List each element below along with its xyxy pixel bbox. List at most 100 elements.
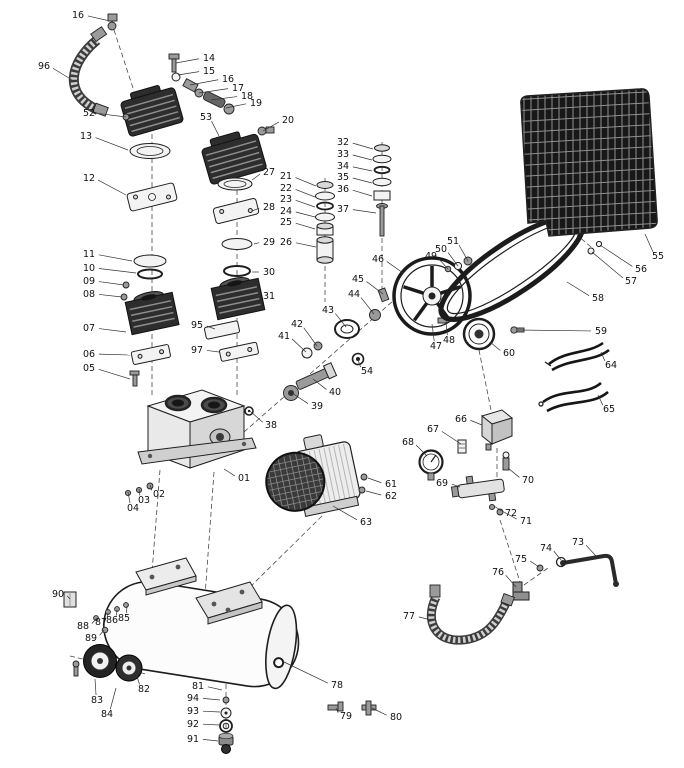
part-label-76: 76 — [492, 567, 504, 578]
drain-valve-stack — [218, 696, 234, 754]
leader-line-86 — [116, 609, 118, 616]
part-label-94: 94 — [187, 693, 199, 704]
part-label-69: 69 — [436, 478, 448, 489]
part-label-90: 90 — [52, 589, 64, 600]
part-label-67: 67 — [427, 424, 439, 435]
part-label-63: 63 — [360, 517, 372, 528]
leader-line-22 — [295, 189, 316, 198]
part-label-51: 51 — [447, 236, 459, 247]
leader-line-65 — [597, 394, 604, 406]
valve-plate-1 — [126, 182, 178, 212]
base-plate-97 — [219, 341, 259, 362]
part-label-17: 17 — [232, 83, 244, 94]
handle-bracket — [63, 591, 77, 608]
leader-line-44 — [360, 297, 375, 315]
leader-line-10 — [98, 268, 137, 274]
part-label-08: 08 — [83, 289, 95, 300]
leader-line-88 — [91, 618, 97, 624]
leader-line-33 — [352, 154, 373, 161]
part-label-07: 07 — [83, 323, 95, 334]
leader-line-18 — [210, 96, 238, 101]
cylinder-block-right — [210, 277, 266, 321]
belt-guard — [520, 88, 658, 255]
pressure-switch — [480, 409, 514, 451]
leader-line-89 — [99, 629, 105, 636]
leader-line-76 — [505, 574, 517, 588]
leader-line-35 — [352, 177, 373, 184]
part-label-96: 96 — [38, 61, 50, 72]
part-label-03: 03 — [138, 495, 150, 506]
inlet-fittings — [168, 53, 275, 136]
part-label-61: 61 — [385, 479, 397, 490]
cylinder-gaskets-right — [221, 238, 253, 277]
part-label-48: 48 — [443, 335, 455, 346]
part-label-73: 73 — [572, 537, 584, 548]
part-label-91: 91 — [187, 734, 199, 745]
leader-line-28 — [251, 207, 260, 212]
leader-line-50 — [447, 252, 459, 267]
leader-line-92 — [202, 723, 220, 726]
part-label-37: 37 — [337, 204, 349, 215]
leader-line-11 — [98, 254, 133, 262]
leader-line-80 — [371, 707, 387, 716]
leader-line-79 — [335, 707, 339, 714]
leader-line-39 — [291, 392, 309, 404]
leader-line-01 — [223, 468, 236, 477]
outlet-manifold — [450, 475, 505, 502]
wheels — [72, 644, 143, 682]
elbow-connector — [512, 581, 530, 601]
part-label-95: 95 — [191, 320, 203, 331]
part-label-42: 42 — [291, 319, 303, 330]
part-label-20: 20 — [282, 115, 294, 126]
leader-line-67 — [441, 431, 462, 445]
leader-line-31 — [255, 296, 260, 298]
part-label-22: 22 — [280, 183, 292, 194]
leader-line-60 — [489, 341, 501, 351]
leader-line-09 — [98, 281, 125, 286]
leader-line-07 — [98, 328, 127, 333]
leader-line-84 — [109, 687, 117, 710]
leader-line-82 — [135, 672, 140, 685]
leader-line-48 — [445, 321, 448, 336]
leader-line-03 — [138, 488, 141, 496]
part-labels: 1696521312111009080706051415161718192053… — [38, 10, 664, 745]
part-label-26: 26 — [280, 237, 292, 248]
part-label-56: 56 — [635, 264, 647, 275]
part-label-54: 54 — [361, 366, 373, 377]
leader-line-19 — [225, 103, 247, 109]
leader-line-36 — [352, 189, 373, 197]
pressure-gauge — [418, 449, 444, 481]
manifold-bolts — [488, 503, 504, 516]
part-label-33: 33 — [337, 149, 349, 160]
reducer-fitting — [457, 439, 467, 454]
part-label-39: 39 — [311, 401, 323, 412]
part-label-04: 04 — [127, 503, 139, 514]
part-label-52: 52 — [83, 108, 95, 119]
discharge-pipe — [68, 26, 109, 117]
leader-line-58 — [566, 281, 590, 297]
part-label-88: 88 — [77, 621, 89, 632]
air-filter-stack-b — [372, 144, 392, 237]
part-label-71: 71 — [520, 516, 532, 527]
leader-line-90 — [66, 595, 71, 600]
leader-line-20 — [262, 121, 280, 132]
crankcase — [137, 389, 257, 469]
leader-line-06 — [98, 353, 131, 356]
leader-line-40 — [312, 378, 327, 390]
part-label-29: 29 — [263, 237, 275, 248]
part-label-10: 10 — [83, 263, 95, 274]
leader-line-56 — [599, 244, 633, 267]
leader-line-94 — [202, 698, 221, 701]
part-label-41: 41 — [278, 331, 290, 342]
leader-line-66 — [470, 420, 483, 426]
leader-line-62 — [365, 490, 382, 496]
idler-pulley — [462, 317, 525, 351]
part-label-01: 01 — [238, 473, 250, 484]
leader-line-77 — [418, 616, 432, 621]
leader-line-25 — [295, 222, 316, 230]
leader-line-27 — [251, 173, 261, 181]
leader-line-32 — [352, 142, 374, 150]
leader-line-61 — [367, 477, 382, 484]
part-label-68: 68 — [402, 437, 414, 448]
part-label-59: 59 — [595, 326, 607, 337]
